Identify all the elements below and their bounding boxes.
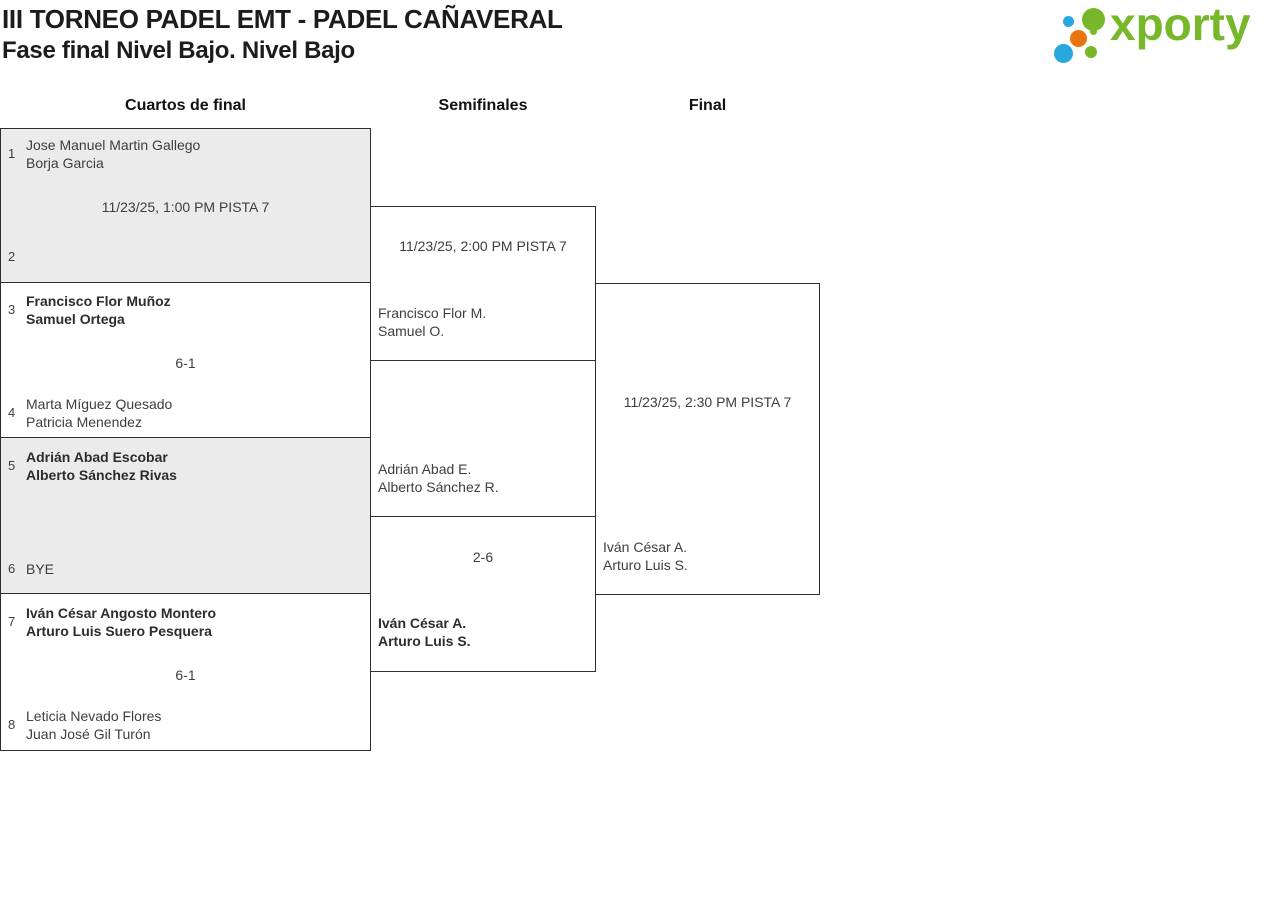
player-name: Iván César Angosto Montero (26, 605, 217, 621)
qf2-bottom-team: 4 Marta Míguez Quesado Patricia Menendez (8, 395, 172, 431)
phase-subtitle: Fase final Nivel Bajo. Nivel Bajo (2, 37, 355, 64)
sf2-bottom-team: Iván César A. Arturo Luis S. (378, 614, 471, 650)
qf2-match-score: 6-1 (175, 355, 196, 371)
seed-number: 5 (8, 458, 16, 473)
player-name: BYE (26, 561, 55, 577)
player-name: Alberto Sánchez Rivas (26, 467, 177, 483)
qf2-match-box (0, 282, 371, 438)
seed-number: 8 (8, 717, 16, 732)
player-name: Borja Garcia (26, 155, 104, 171)
qf4-bottom-team: 8 Leticia Nevado Flores Juan José Gil Tu… (8, 707, 161, 743)
seed-number: 7 (8, 614, 16, 629)
qf3-bottom-team: 6 BYE (8, 560, 54, 578)
sf2-match-score: 2-6 (472, 549, 494, 565)
seed-number: 2 (8, 249, 16, 264)
qf2-top-team: 3 Francisco Flor Muñoz Samuel Ortega (8, 292, 171, 328)
qf3-top-team: 5 Adrián Abad Escobar Alberto Sánchez Ri… (8, 448, 177, 484)
qf1-bottom-team: 2 (8, 248, 26, 266)
player-name: Marta Míguez Quesado (26, 396, 173, 412)
player-name: Adrián Abad Escobar (26, 449, 168, 465)
player-name: Adrián Abad E. (378, 461, 472, 477)
tournament-title: III TORNEO PADEL EMT - PADEL CAÑAVERAL (2, 4, 563, 34)
player-name: Alberto Sánchez R. (378, 479, 499, 495)
qf4-top-team: 7 Iván César Angosto Montero Arturo Luis… (8, 604, 216, 640)
logo-wordmark: xporty (1110, 0, 1251, 50)
logo-dot-orange-icon (1070, 30, 1087, 47)
seed-number: 4 (8, 405, 16, 420)
player-name: Arturo Luis S. (603, 557, 688, 573)
final-match-box (595, 283, 820, 595)
logo-dot-green-large-icon (1082, 8, 1105, 31)
sf2-match-box (370, 516, 596, 672)
column-header-quarterfinals: Cuartos de final (125, 97, 246, 114)
qf1-match-box (0, 128, 371, 283)
player-name: Patricia Menendez (26, 414, 142, 430)
qf4-match-score: 6-1 (175, 667, 196, 683)
player-name: Samuel Ortega (26, 311, 125, 327)
final-bottom-team: Iván César A. Arturo Luis S. (603, 538, 688, 574)
sf1-match-info: 11/23/25, 2:00 PM PISTA 7 (399, 238, 567, 254)
player-name: Arturo Luis Suero Pesquera (26, 623, 212, 639)
qf1-match-info: 11/23/25, 1:00 PM PISTA 7 (101, 199, 270, 215)
logo-dot-blue-small-icon (1063, 16, 1074, 27)
logo-dot-blue-large-icon (1054, 44, 1073, 63)
player-name: Iván César A. (603, 539, 688, 555)
player-name: Samuel O. (378, 323, 445, 339)
xporty-logo[interactable]: xporty (1050, 0, 1280, 67)
sf2-top-team: Adrián Abad E. Alberto Sánchez R. (378, 460, 499, 496)
logo-dot-green-small-icon (1085, 46, 1097, 58)
qf1-top-team: 1 Jose Manuel Martin Gallego Borja Garci… (8, 136, 200, 172)
qf3-match-box (0, 437, 371, 594)
column-header-semifinals: Semifinales (438, 97, 528, 114)
player-name: Francisco Flor M. (378, 305, 487, 321)
seed-number: 3 (8, 302, 16, 317)
player-name: Francisco Flor Muñoz (26, 293, 171, 309)
player-name: Arturo Luis S. (378, 633, 471, 649)
sf1-bottom-team: Francisco Flor M. Samuel O. (378, 304, 486, 340)
seed-number: 6 (8, 561, 16, 576)
seed-number: 1 (8, 146, 16, 161)
qf4-match-box (0, 593, 371, 751)
logo-dot-green-tiny-icon (1090, 28, 1097, 35)
player-name: Juan José Gil Turón (26, 726, 151, 742)
sf1-match-box (370, 206, 596, 361)
column-header-final: Final (688, 97, 727, 114)
player-name: Leticia Nevado Flores (26, 708, 162, 724)
player-name: Jose Manuel Martin Gallego (26, 137, 201, 153)
player-name: Iván César A. (378, 615, 467, 631)
final-match-info: 11/23/25, 2:30 PM PISTA 7 (623, 394, 792, 410)
